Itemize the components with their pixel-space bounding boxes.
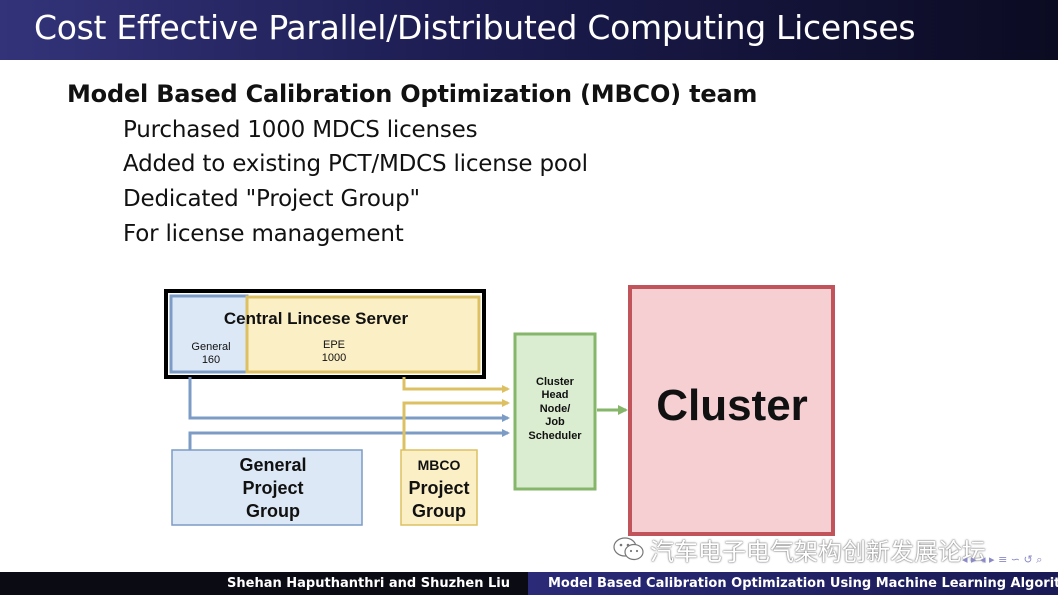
- bullet-item: For license management: [123, 221, 404, 247]
- footer-right-panel: Model Based Calibration Optimization Usi…: [528, 572, 1058, 595]
- head-node-line: Job: [545, 416, 565, 428]
- general-group-connector: [188, 429, 510, 450]
- head-node-line: Node/: [540, 403, 571, 415]
- footer: Shehan Haputhanthri and Shuzhen Liu Mode…: [0, 572, 1058, 595]
- epe-pool-count: 1000: [322, 352, 346, 364]
- footer-left-panel: Shehan Haputhanthri and Shuzhen Liu: [0, 572, 528, 595]
- title-bar: Cost Effective Parallel/Distributed Comp…: [0, 0, 1058, 60]
- server-title: Central Lincese Server: [224, 309, 409, 328]
- general-group-line: Group: [246, 501, 300, 521]
- mbco-group-line: MBCO: [418, 457, 461, 473]
- mbco-project-group-box: [400, 449, 478, 526]
- epe-pool-connector: [402, 377, 510, 393]
- general-group-line: General: [239, 455, 306, 475]
- general-project-group-box: [171, 449, 363, 526]
- head-node-line: Head: [542, 389, 569, 401]
- epe-pool-label: EPE: [323, 339, 345, 351]
- head-node-line: Scheduler: [528, 430, 582, 442]
- general-pool-connector: [188, 377, 510, 422]
- head-node-box: [513, 332, 597, 491]
- bullet-item: Added to existing PCT/MDCS license pool: [123, 151, 588, 177]
- general-pool-label: General: [191, 341, 230, 353]
- cluster-box: [628, 285, 835, 536]
- cluster-label: Cluster: [656, 381, 808, 430]
- slide-title: Cost Effective Parallel/Distributed Comp…: [34, 8, 916, 47]
- wechat-logo-icon: [613, 537, 644, 561]
- mbco-group-connector: [402, 399, 510, 450]
- mbco-group-line: Project: [408, 478, 469, 498]
- footer-authors: Shehan Haputhanthri and Shuzhen Liu: [227, 576, 510, 591]
- general-pool-count: 160: [202, 354, 220, 366]
- bullet-item: Purchased 1000 MDCS licenses: [123, 117, 478, 143]
- slide-navigation-icon[interactable]: ◂ ▸ ◂ ▸ ≡ ∽ ↺ ⌕: [962, 553, 1043, 566]
- mbco-group-line: Group: [412, 501, 466, 521]
- general-group-line: Project: [242, 478, 303, 498]
- epe-pool-box: [245, 295, 481, 374]
- bullet-item: Dedicated "Project Group": [123, 186, 420, 212]
- head-node-line: Cluster: [536, 376, 575, 388]
- section-heading: Model Based Calibration Optimization (MB…: [67, 80, 758, 108]
- footer-talk-title: Model Based Calibration Optimization Usi…: [548, 576, 1058, 591]
- watermark-text: 汽车电子电气架构创新发展论坛: [650, 538, 986, 566]
